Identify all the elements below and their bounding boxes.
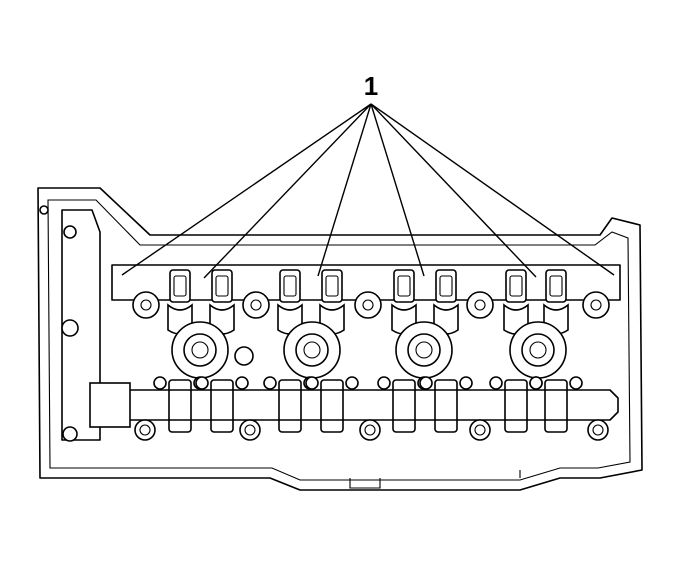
rocker-washer xyxy=(466,291,494,319)
camshaft-cap xyxy=(544,379,568,433)
camshaft-cap xyxy=(504,379,528,433)
hex-bolt xyxy=(234,346,254,366)
bolt-hole xyxy=(63,225,77,239)
rocker-washer-hole xyxy=(590,299,602,311)
left-end-section xyxy=(61,209,101,441)
lifter-inner xyxy=(439,275,453,297)
callout-leader-line xyxy=(121,103,372,276)
rocker-washer xyxy=(354,291,382,319)
rocker-top-rail xyxy=(111,264,621,301)
cap-bolt xyxy=(263,376,277,390)
camshaft-cap xyxy=(278,379,302,433)
lifter-inner xyxy=(397,275,411,297)
lifter xyxy=(169,269,191,303)
bolt-hole xyxy=(61,319,79,337)
rocker-washer-hole xyxy=(250,299,262,311)
plug-tube-bore xyxy=(521,333,555,367)
lower-bolt xyxy=(134,419,156,441)
cap-bolt xyxy=(569,376,583,390)
lower-bolt xyxy=(469,419,491,441)
rocker-washer-hole xyxy=(474,299,486,311)
plug-tube-bore xyxy=(295,333,329,367)
lifter xyxy=(279,269,301,303)
camshaft-cap xyxy=(210,379,234,433)
cap-bolt xyxy=(195,376,209,390)
cap-bolt xyxy=(529,376,543,390)
cap-bolt xyxy=(235,376,249,390)
callout-leader-line xyxy=(370,103,615,276)
rocker-washer-hole xyxy=(362,299,374,311)
callout-leader-line xyxy=(370,103,537,278)
plug-tube-inner xyxy=(191,341,209,359)
callout-leader-line xyxy=(370,103,425,277)
lower-bolt xyxy=(239,419,261,441)
lifter xyxy=(321,269,343,303)
head-outer-outline xyxy=(37,187,643,491)
lower-bolt xyxy=(359,419,381,441)
lower-bolt-row xyxy=(134,419,609,441)
plug-tube-inner xyxy=(303,341,321,359)
lifter xyxy=(211,269,233,303)
cap-bolt xyxy=(377,376,391,390)
camshaft-cap xyxy=(434,379,458,433)
rocker-washer xyxy=(242,291,270,319)
plug-tube-bore xyxy=(183,333,217,367)
cap-bolt xyxy=(153,376,167,390)
lower-bolt xyxy=(587,419,609,441)
callout-label-1: 1 xyxy=(364,71,378,101)
cap-bolt xyxy=(419,376,433,390)
callout-leader-line xyxy=(317,103,372,277)
bolt-hole xyxy=(62,426,78,442)
lifter xyxy=(505,269,527,303)
lifter-inner xyxy=(283,275,297,297)
head-inner-outline xyxy=(47,199,631,481)
callout-leader-lines xyxy=(121,103,615,279)
lower-bolt-center xyxy=(592,424,604,436)
lifter-inner xyxy=(549,275,563,297)
camshaft xyxy=(119,389,619,421)
camshaft-cap xyxy=(168,379,192,433)
plug-tube-inner xyxy=(415,341,433,359)
lifter-inner xyxy=(173,275,187,297)
plug-tube-inner xyxy=(529,341,547,359)
plug-tube-bore xyxy=(407,333,441,367)
bottom-tab xyxy=(349,478,381,489)
cam-sprocket-end xyxy=(89,382,131,428)
lifter-inner xyxy=(509,275,523,297)
lifter-inner xyxy=(215,275,229,297)
camshaft-cap xyxy=(392,379,416,433)
lifter xyxy=(435,269,457,303)
lifter xyxy=(393,269,415,303)
rocker-washer xyxy=(132,291,160,319)
spark-plug-tube-group xyxy=(132,291,610,379)
cap-bolt xyxy=(345,376,359,390)
bolt-hole xyxy=(39,205,49,215)
rocker-washer xyxy=(582,291,610,319)
lower-bolt-center xyxy=(244,424,256,436)
cap-bolt xyxy=(489,376,503,390)
lower-bolt-center xyxy=(474,424,486,436)
callout-leader-line xyxy=(203,103,372,279)
cap-bolt xyxy=(305,376,319,390)
camshaft-cap-group xyxy=(153,376,583,433)
lower-bolt-center xyxy=(364,424,376,436)
camshaft-cap xyxy=(320,379,344,433)
lifter-inner xyxy=(325,275,339,297)
lifter xyxy=(545,269,567,303)
rocker-washer-hole xyxy=(140,299,152,311)
lower-bolt-center xyxy=(139,424,151,436)
cap-bolt xyxy=(459,376,473,390)
